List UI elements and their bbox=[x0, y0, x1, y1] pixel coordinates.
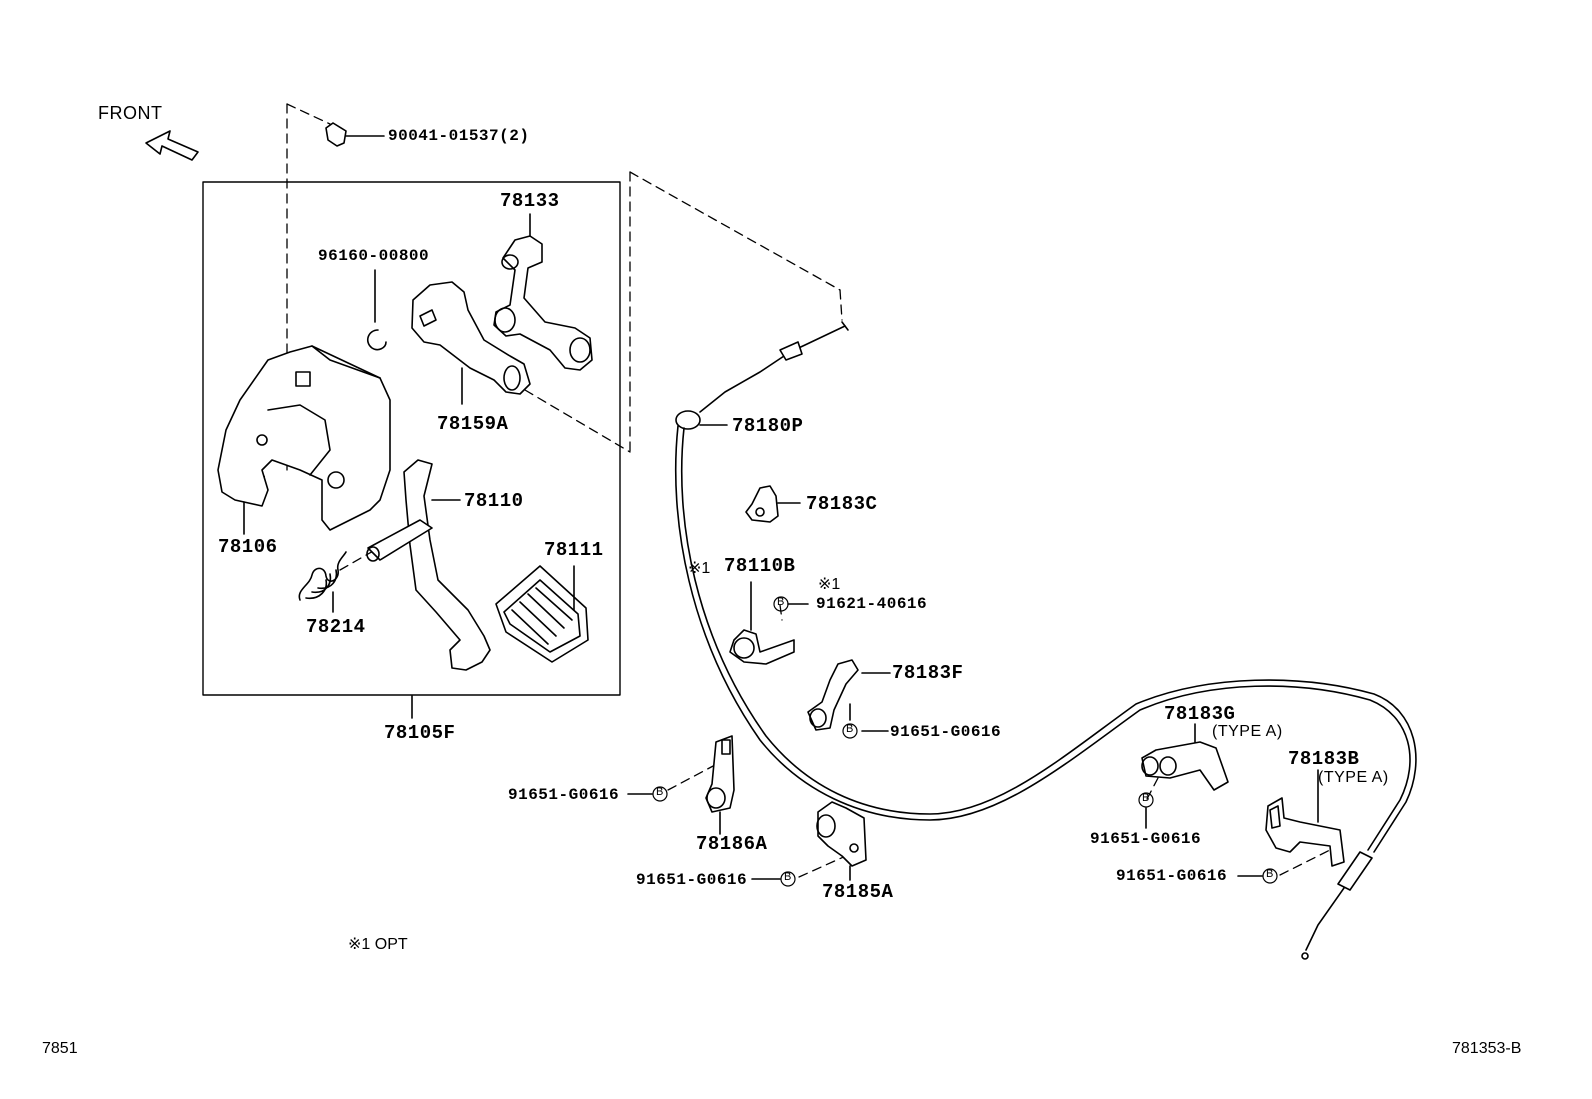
bracket-78183B-icon bbox=[1237, 769, 1345, 877]
bolt-symbol-label: B bbox=[777, 596, 785, 608]
part-label-78183F: 78183F bbox=[892, 662, 964, 684]
part-label-78214: 78214 bbox=[306, 616, 366, 638]
spring-78214-icon bbox=[298, 551, 347, 613]
part-label-91651-78186A: 91651-G0616 bbox=[508, 786, 620, 804]
note-mark-78110B: ※1 bbox=[688, 560, 711, 577]
part-label-78180P: 78180P bbox=[732, 415, 804, 437]
part-label-78183B: 78183B bbox=[1288, 748, 1360, 770]
housing-78106-icon bbox=[217, 345, 391, 535]
cable-78180P-icon bbox=[674, 321, 1417, 960]
part-label-90041: 90041-01537(2) bbox=[388, 127, 530, 145]
bracket-78133-icon bbox=[493, 213, 593, 371]
note-mark-91621: ※1 bbox=[818, 576, 841, 593]
bracket-78186A-icon bbox=[627, 735, 735, 835]
part-label-78110B: 78110B bbox=[724, 555, 796, 577]
footnote: ※1 OPT bbox=[348, 936, 408, 953]
part-label-78183G: 78183G bbox=[1164, 703, 1236, 725]
bracket-78110B-icon bbox=[729, 581, 809, 665]
part-label-78105F: 78105F bbox=[384, 722, 456, 744]
part-label-91651-78183B: 91651-G0616 bbox=[1116, 867, 1228, 885]
part-label-78133: 78133 bbox=[500, 190, 560, 212]
part-label-78110: 78110 bbox=[464, 490, 524, 512]
part-label-78111: 78111 bbox=[544, 539, 604, 561]
page-code-left: 7851 bbox=[42, 1040, 78, 1057]
part-label-91651-78183G: 91651-G0616 bbox=[1090, 830, 1202, 848]
bolt-symbol-label: B bbox=[846, 723, 854, 735]
part-label-91651-78185A: 91651-G0616 bbox=[636, 871, 748, 889]
bracket-78185A-icon bbox=[751, 801, 867, 881]
lever-78110-icon bbox=[366, 459, 491, 671]
front-label: FRONT bbox=[98, 103, 163, 123]
bolt-symbol-label: B bbox=[656, 786, 664, 798]
part-label-78183C: 78183C bbox=[806, 493, 878, 515]
bracket-78183F-icon bbox=[807, 659, 891, 732]
type-label-78183G: (TYPE A) bbox=[1212, 723, 1283, 740]
type-label-78183B: (TYPE A) bbox=[1318, 769, 1389, 786]
part-label-78185A: 78185A bbox=[822, 881, 894, 903]
part-label-91621: 91621-40616 bbox=[816, 595, 928, 613]
bolt-symbol-label: B bbox=[1142, 792, 1150, 804]
pedal-pad-78111-icon bbox=[495, 565, 589, 663]
bracket-78183G-icon bbox=[1141, 723, 1229, 829]
arm-78159A-icon bbox=[411, 281, 531, 405]
part-label-78186A: 78186A bbox=[696, 833, 768, 855]
front-arrow-icon bbox=[145, 130, 199, 161]
clip-96160-icon bbox=[366, 269, 387, 351]
page-code-right: 781353-B bbox=[1452, 1040, 1522, 1057]
bolt-90041-icon bbox=[325, 122, 385, 147]
part-label-91651-78183F: 91651-G0616 bbox=[890, 723, 1002, 741]
part-label-78106: 78106 bbox=[218, 536, 278, 558]
bolt-symbol-icons bbox=[652, 596, 1278, 887]
bolt-symbol-label: B bbox=[1266, 868, 1274, 880]
part-label-96160: 96160-00800 bbox=[318, 247, 430, 265]
part-label-78159A: 78159A bbox=[437, 413, 509, 435]
clamp-78183C-icon bbox=[745, 485, 801, 523]
assembly-box bbox=[202, 181, 621, 696]
bolt-symbol-label: B bbox=[784, 871, 792, 883]
